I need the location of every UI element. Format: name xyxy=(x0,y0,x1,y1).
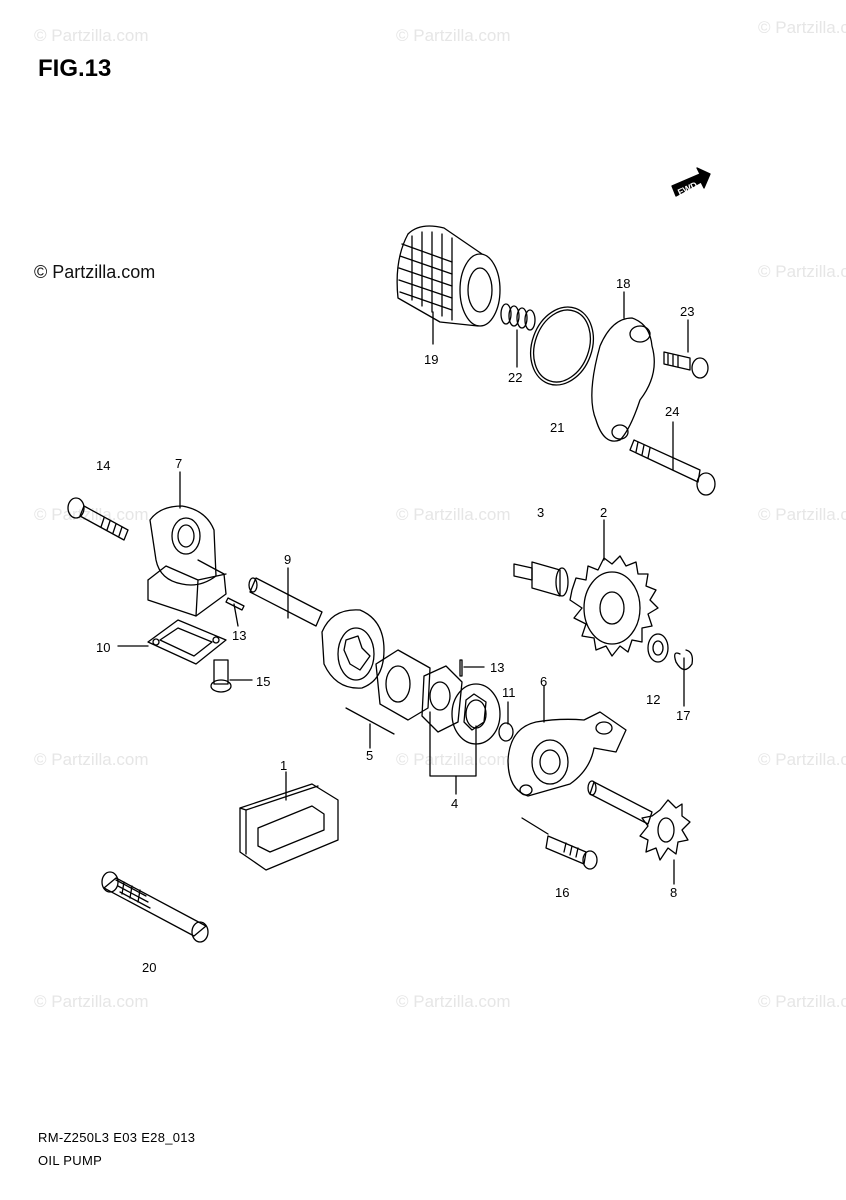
callout-13b: 13 xyxy=(490,660,504,675)
copyright-notice: © Partzilla.com xyxy=(34,262,156,282)
bolt-part[interactable] xyxy=(210,659,232,693)
oil-filter-part[interactable] xyxy=(396,225,501,327)
watermark: © Partzilla.com xyxy=(34,992,149,1011)
pump-cover-part[interactable] xyxy=(507,711,627,797)
callout-15: 15 xyxy=(256,674,270,689)
o-ring-part[interactable] xyxy=(520,298,604,394)
callout-18: 18 xyxy=(616,276,630,291)
gasket-part[interactable] xyxy=(239,783,339,871)
callout-20: 20 xyxy=(142,960,156,975)
callout-3: 3 xyxy=(537,505,544,520)
oil-strainer-part[interactable] xyxy=(101,871,209,943)
drive-gear-part[interactable] xyxy=(587,780,691,861)
oil-pump-housing-part[interactable] xyxy=(147,505,227,617)
callout-4: 4 xyxy=(451,796,458,811)
callout-16: 16 xyxy=(555,885,569,900)
pin-part[interactable] xyxy=(225,597,245,611)
callout-21: 21 xyxy=(550,420,564,435)
callout-13a: 13 xyxy=(232,628,246,643)
bolt-part[interactable] xyxy=(545,835,598,870)
washer-part[interactable] xyxy=(498,722,514,742)
callout-2: 2 xyxy=(600,505,607,520)
watermark: © Partzilla.com xyxy=(396,992,511,1011)
callout-23: 23 xyxy=(680,304,694,319)
pump-shaft-part[interactable] xyxy=(248,577,323,627)
callout-6: 6 xyxy=(540,674,547,689)
long-bolt-part[interactable] xyxy=(629,439,716,496)
figure-title: FIG.13 xyxy=(38,55,112,82)
diagram-code: RM-Z250L3 E03 E28_013 xyxy=(38,1130,196,1145)
washer-part[interactable] xyxy=(647,633,669,663)
bolt-part[interactable] xyxy=(663,351,709,379)
callout-12: 12 xyxy=(646,692,660,707)
watermark: © Partzilla.com xyxy=(758,992,846,1011)
watermark: © Partzilla.com xyxy=(396,750,511,769)
watermark: © Partzilla.com xyxy=(34,505,149,524)
pin-part[interactable] xyxy=(459,659,463,677)
callout-7: 7 xyxy=(175,456,182,471)
watermark: © Partzilla.com xyxy=(758,750,846,769)
gear-bolt-part[interactable] xyxy=(513,561,569,597)
diagram-name: OIL PUMP xyxy=(38,1153,103,1168)
inner-rotor-part[interactable] xyxy=(375,649,463,733)
driven-gear-part[interactable] xyxy=(569,555,659,657)
watermark: © Partzilla.com xyxy=(758,18,846,37)
callout-22: 22 xyxy=(508,370,522,385)
watermark: © Partzilla.com xyxy=(34,26,149,45)
callout-17: 17 xyxy=(676,708,690,723)
callout-5: 5 xyxy=(366,748,373,763)
filter-cap-part[interactable] xyxy=(591,317,655,442)
callout-19: 19 xyxy=(424,352,438,367)
bolt-part[interactable] xyxy=(67,497,129,541)
callout-24: 24 xyxy=(665,404,679,419)
callout-10: 10 xyxy=(96,640,110,655)
callout-9: 9 xyxy=(284,552,291,567)
fwd-arrow-icon: FWD xyxy=(671,167,711,197)
spring-part[interactable] xyxy=(500,303,536,331)
callout-8: 8 xyxy=(670,885,677,900)
watermark: © Partzilla.com xyxy=(758,262,846,281)
watermark: © Partzilla.com xyxy=(34,750,149,769)
watermark: © Partzilla.com xyxy=(396,505,511,524)
outer-rotor-part[interactable] xyxy=(321,609,385,689)
callout-14: 14 xyxy=(96,458,110,473)
callout-1: 1 xyxy=(280,758,287,773)
watermark: © Partzilla.com xyxy=(396,26,511,45)
callout-11: 11 xyxy=(502,685,516,700)
gasket-plate-part[interactable] xyxy=(147,619,227,665)
watermark: © Partzilla.com xyxy=(758,505,846,524)
